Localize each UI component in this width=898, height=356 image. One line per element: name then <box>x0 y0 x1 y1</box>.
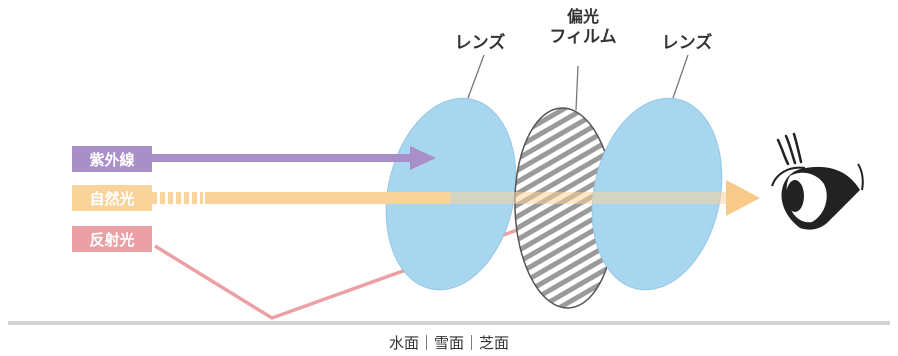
label-polarizer-line1: 偏光 <box>567 7 599 26</box>
tag-uv-label: 紫外線 <box>89 151 134 169</box>
ground-caption: 水面｜雪面｜芝面 <box>389 334 509 352</box>
leader-lens-right <box>672 54 689 99</box>
ground-line <box>8 321 890 325</box>
eye-icon <box>771 132 864 230</box>
label-polarizer-line2: フィルム <box>549 27 616 47</box>
uv-ray <box>152 146 436 170</box>
tag-reflected: 反射光 <box>72 226 152 252</box>
tag-reflected-label: 反射光 <box>89 231 134 249</box>
label-lens-left: レンズ <box>455 32 506 53</box>
tag-uv: 紫外線 <box>72 146 152 172</box>
leader-filter <box>575 65 579 111</box>
tag-natural-label: 自然光 <box>89 190 134 208</box>
tag-natural: 自然光 <box>72 185 152 211</box>
label-lens-right: レンズ <box>662 32 713 53</box>
leader-lens-left <box>467 54 485 99</box>
natural-light-ray <box>152 180 760 216</box>
